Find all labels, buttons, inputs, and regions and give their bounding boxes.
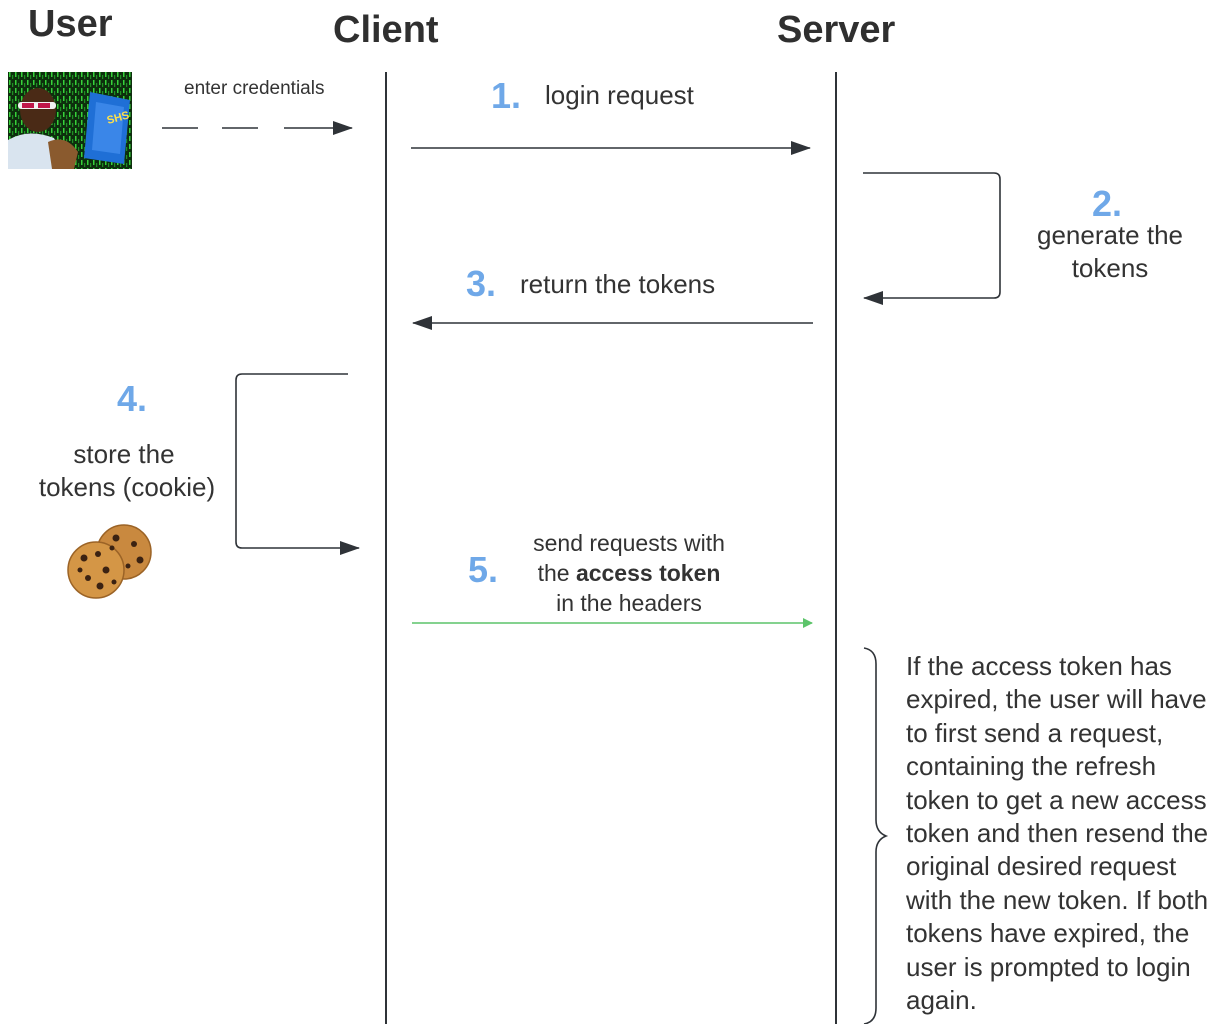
expiry-note: If the access token has expired, the use… [906, 650, 1232, 1017]
step-1-label: login request [545, 80, 694, 110]
note-line: expired, the user will have [906, 684, 1207, 715]
user-avatar-image: SHS [8, 72, 132, 169]
step-5-number: 5. [468, 549, 499, 590]
step-1-number: 1. [491, 75, 522, 116]
note-line: original desired request [906, 851, 1177, 882]
note-line: again. [906, 985, 977, 1016]
step-5-label-line3: in the headers [556, 590, 702, 616]
client-header: Client [333, 9, 439, 51]
store-tokens-loop [235, 373, 360, 555]
note-line: to first send a request, [906, 717, 1164, 748]
step-5-label-line2: the access token [500, 560, 758, 587]
server-header: Server [777, 9, 896, 51]
step-3-label: return the tokens [520, 269, 716, 299]
generate-tokens-loop [863, 172, 1001, 305]
cookie-icon [66, 524, 156, 600]
note-brace [863, 647, 889, 1024]
step-2-label-line1: generate the [1036, 220, 1183, 250]
note-line: tokens have expired, the [906, 918, 1190, 949]
step-5-label-line1: send requests with [533, 530, 725, 556]
note-line: user is prompted to login [906, 951, 1191, 982]
note-line: token and then resend the [906, 818, 1209, 849]
step-5-access-token: access token [575, 560, 721, 586]
note-line: If the access token has [906, 651, 1172, 681]
step-2-label-line2: tokens [1071, 253, 1149, 283]
step-4-number: 4. [117, 378, 148, 419]
step-5-label-line2-pre: the [537, 560, 576, 586]
step-3-number: 3. [466, 263, 497, 304]
user-header: User [28, 3, 113, 45]
enter-credentials-label: enter credentials [184, 78, 325, 99]
step-4-label-line1: store the [73, 439, 175, 469]
note-line: containing the refresh [906, 751, 1157, 782]
svg-text:SHS: SHS [106, 109, 131, 126]
note-line: with the new token. If both [906, 884, 1209, 915]
step-4-label-line2: tokens (cookie) [38, 472, 216, 502]
step-2-number: 2. [1092, 183, 1123, 224]
note-line: token to get a new access [906, 784, 1207, 815]
